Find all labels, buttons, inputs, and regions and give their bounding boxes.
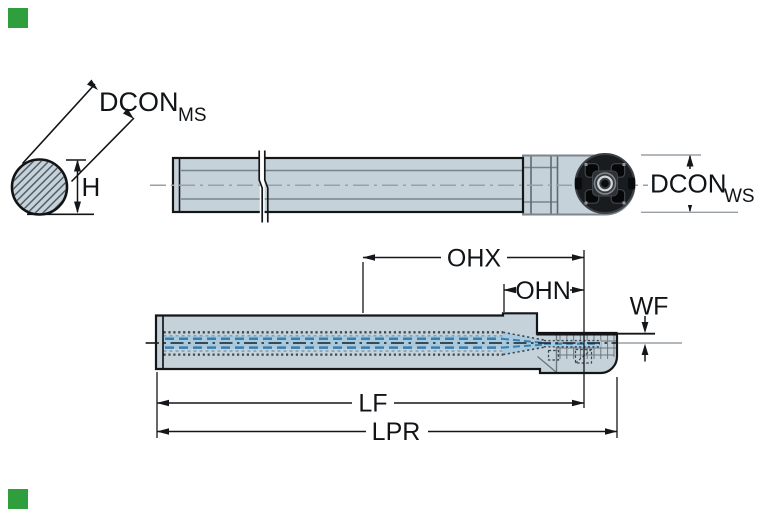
arrowhead-down — [74, 201, 81, 214]
pocket-highlight — [584, 163, 588, 166]
coolant-bore — [163, 331, 601, 356]
arrowhead-right — [605, 428, 618, 435]
dimension-dcon-ms: DCON MS — [21, 79, 207, 183]
dimension-ohx: OHX — [362, 245, 585, 408]
dcon-ms-subscript: MS — [178, 105, 207, 126]
wf-label: WF — [630, 293, 669, 321]
shank-cross-section-view: H DCON MS — [10, 79, 207, 216]
arrowhead-right — [572, 254, 585, 261]
break-line-2 — [263, 150, 269, 223]
dcon-ms-label: DCON — [99, 87, 179, 117]
coolant-converge-line — [501, 337, 546, 344]
neck-chamfer-line — [537, 355, 557, 373]
ohn-label: OHN — [515, 277, 571, 305]
green-marker-bottom-left — [8, 489, 28, 509]
pocket-highlight — [622, 163, 626, 166]
arrowhead-down — [641, 322, 649, 334]
shank-hatching — [13, 160, 66, 214]
pocket-highlight — [584, 201, 588, 205]
dimension-ohn: OHN — [503, 277, 585, 312]
lf-label: LF — [358, 390, 387, 418]
coupling-face — [574, 153, 636, 214]
side-view-outline — [154, 312, 619, 375]
arrowhead-up — [641, 343, 649, 355]
break-symbol — [258, 150, 269, 223]
hidden-feature — [547, 349, 560, 361]
side-view — [145, 312, 619, 375]
funnel-edge — [502, 346, 545, 356]
center-bore-ring — [597, 175, 613, 192]
arrowhead-diagonal-1 — [87, 79, 98, 90]
arrowhead-right — [572, 286, 585, 294]
dcon-ws-label: DCON — [650, 169, 727, 199]
lpr-label: LPR — [372, 418, 421, 446]
dimension-lpr: LPR — [156, 377, 618, 446]
dimension-lf: LF — [156, 372, 585, 438]
dimension-h: H — [66, 159, 101, 214]
dcon-ws-subscript: WS — [724, 186, 755, 207]
h-label: H — [82, 172, 101, 202]
pocket-highlight — [622, 201, 626, 205]
dimension-dcon-ws: DCON WS — [641, 154, 760, 214]
arrowhead-diagonal-2 — [123, 108, 134, 119]
ohx-label: OHX — [447, 245, 502, 273]
green-marker-top-left — [8, 8, 28, 28]
arrowhead-left — [156, 428, 169, 435]
arrowhead-left — [362, 254, 375, 261]
arrowhead-up — [686, 154, 694, 167]
center-bore-hole — [601, 179, 609, 188]
arrowhead-left — [503, 286, 516, 294]
side-notch-left — [575, 177, 582, 190]
funnel-edge — [502, 331, 545, 341]
arrowhead-up — [74, 159, 81, 172]
arrowhead-right — [572, 399, 585, 407]
break-line-1 — [258, 150, 264, 223]
label-background — [648, 169, 760, 205]
arrowhead-left — [156, 399, 169, 407]
coolant-converge-line — [501, 343, 546, 349]
side-notch-right — [628, 177, 635, 190]
dimension-wf: WF — [617, 293, 682, 362]
plan-view: DCON WS — [150, 150, 760, 223]
